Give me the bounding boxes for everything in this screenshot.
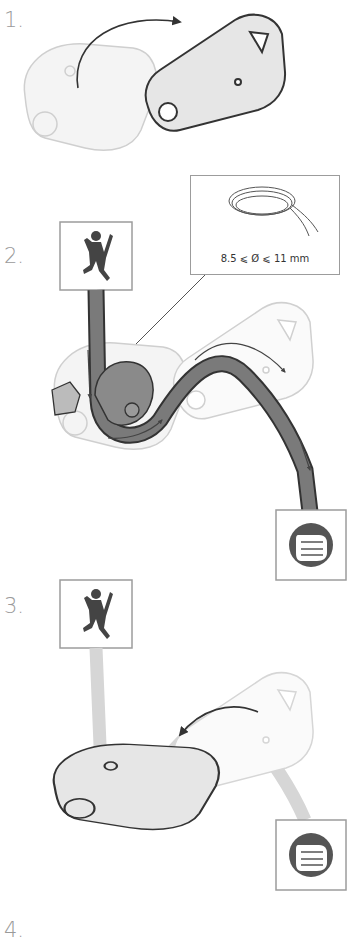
coil-loop xyxy=(236,196,288,214)
closed-device xyxy=(54,744,219,829)
climber-icon xyxy=(83,231,113,281)
direction-arrow xyxy=(88,350,90,398)
leader-line xyxy=(128,275,205,352)
climber-icon xyxy=(83,589,113,639)
cam-pivot xyxy=(125,403,139,417)
climber-box xyxy=(60,222,132,290)
brake-hand-box xyxy=(276,510,346,580)
step-number: 2. xyxy=(4,244,24,268)
coil-loop xyxy=(229,187,295,215)
step-number: 3. xyxy=(4,594,24,618)
coil-end xyxy=(290,205,318,236)
step-number: 4. xyxy=(4,918,24,942)
cam xyxy=(95,362,153,425)
step-number: 1. xyxy=(4,8,24,32)
climber-box xyxy=(60,580,132,648)
rope-coil xyxy=(229,187,318,236)
direction-arrow xyxy=(108,420,162,438)
hand-icon xyxy=(289,833,333,877)
faded-device xyxy=(24,44,156,150)
side-plate xyxy=(146,15,285,131)
device-body xyxy=(54,744,219,829)
hand-icon xyxy=(289,523,333,567)
direction-arrow xyxy=(195,343,285,372)
direction-arrow xyxy=(300,440,310,470)
rope xyxy=(96,290,310,512)
device-body xyxy=(24,44,156,150)
plate-shape xyxy=(174,303,313,419)
faded-plate xyxy=(174,303,313,419)
brake-hand-box xyxy=(276,820,346,890)
rope-spec-box: 8.5 ⩽ Ø ⩽ 11 mm xyxy=(190,175,340,275)
close-arrow xyxy=(180,707,258,735)
rope-diameter: 8.5 ⩽ Ø ⩽ 11 mm xyxy=(191,253,339,264)
rope xyxy=(96,290,310,512)
plate-shape xyxy=(146,15,285,131)
handle xyxy=(52,382,80,415)
